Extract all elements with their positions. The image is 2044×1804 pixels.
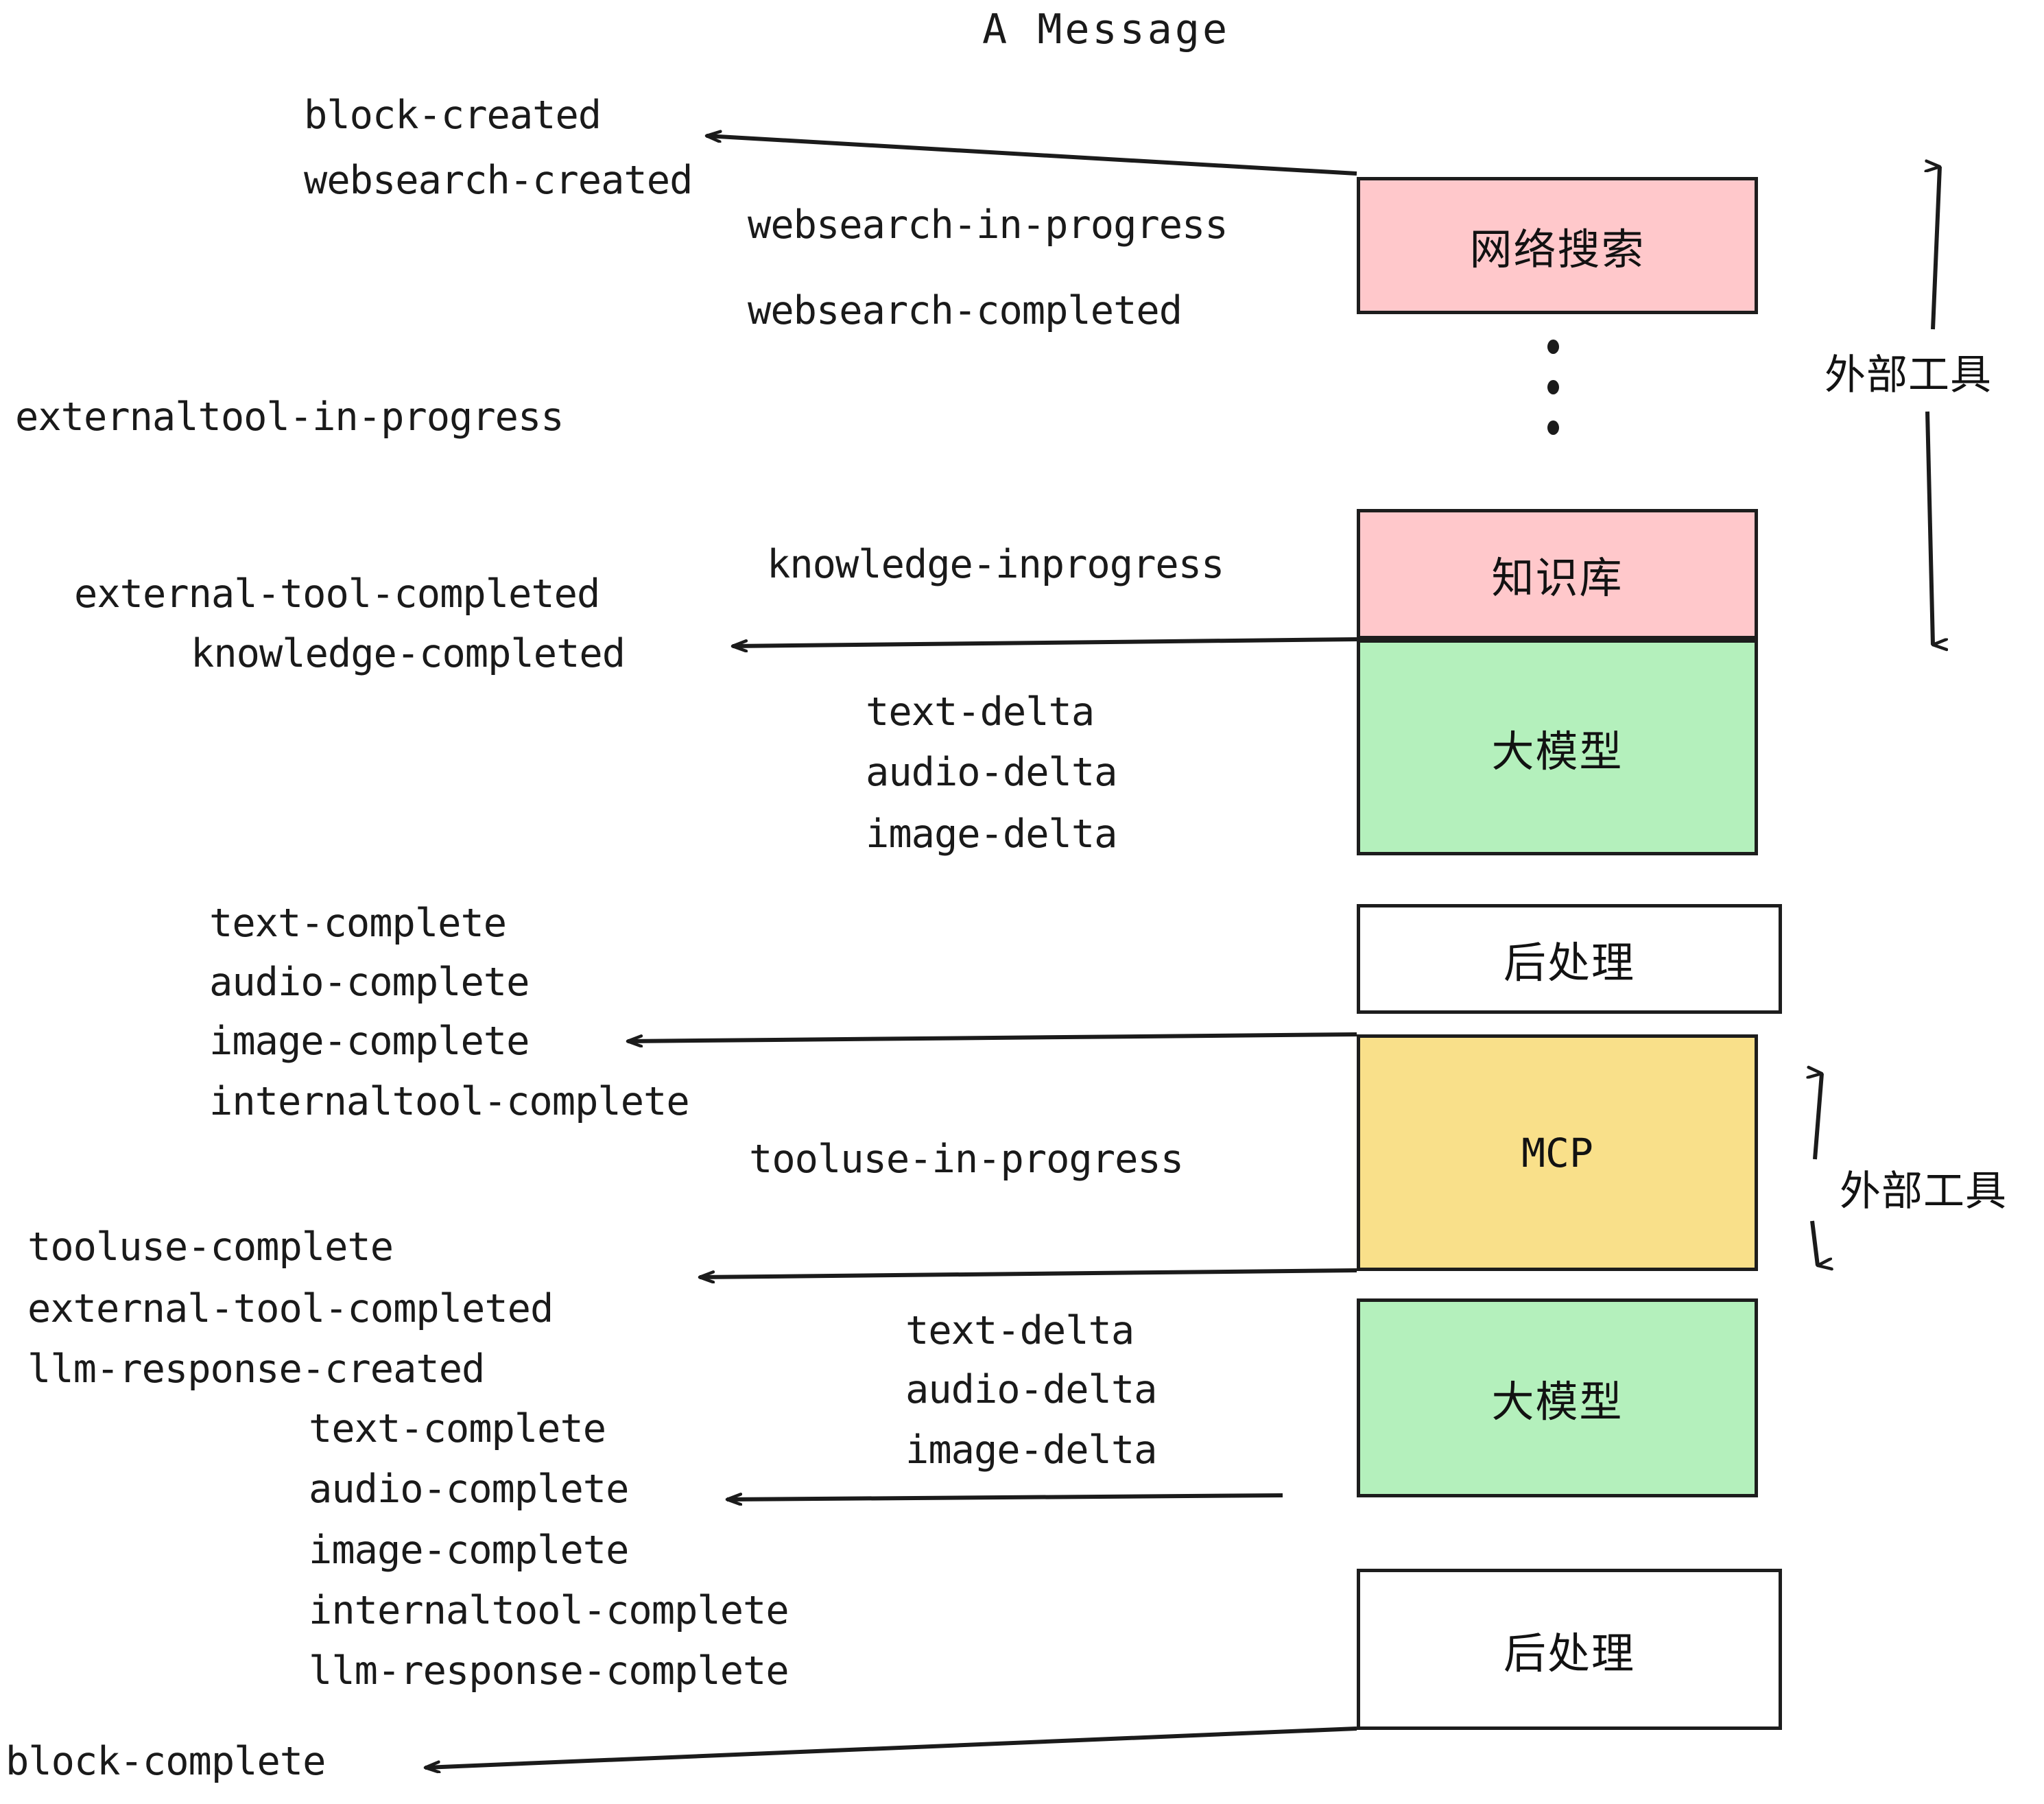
event-audio-complete-1: audio-complete — [209, 960, 530, 1005]
event-llm-response-created: llm-response-created — [27, 1346, 485, 1392]
node-websearch[interactable]: 网络搜索 — [1357, 177, 1758, 314]
node-knowledge-label: 知识库 — [1491, 553, 1624, 603]
event-internaltool-complete-1: internaltool-complete — [209, 1079, 690, 1124]
label-external-tools-top: 外部工具 — [1825, 351, 1992, 399]
event-image-complete-1: image-complete — [209, 1019, 530, 1064]
event-internaltool-complete-2: internaltool-complete — [309, 1588, 789, 1633]
vertical-ellipsis — [1547, 340, 1559, 461]
arrow-knowledge-to-completed — [733, 637, 1357, 646]
node-knowledge[interactable]: 知识库 — [1357, 509, 1758, 639]
event-audio-delta-1: audio-delta — [866, 750, 1117, 795]
arrow-postprocess2-to-blockcomplete — [425, 1726, 1357, 1768]
event-text-delta-2: text-delta — [905, 1308, 1134, 1353]
node-postprocess-1-label: 后处理 — [1503, 938, 1635, 988]
event-websearch-in-progress: websearch-in-progress — [748, 202, 1228, 248]
label-external-tools-bottom: 外部工具 — [1840, 1167, 2007, 1215]
event-audio-delta-2: audio-delta — [905, 1367, 1157, 1412]
event-image-delta-2: image-delta — [905, 1427, 1157, 1473]
node-websearch-label: 网络搜索 — [1469, 224, 1645, 274]
node-mcp[interactable]: MCP — [1357, 1034, 1758, 1271]
event-externaltool-in-progress: externaltool-in-progress — [15, 394, 565, 440]
node-mcp-label: MCP — [1521, 1129, 1593, 1176]
event-text-delta-1: text-delta — [866, 689, 1095, 735]
node-postprocess-2-label: 后处理 — [1503, 1628, 1635, 1678]
external-tools-bracket-top — [1927, 167, 1940, 645]
event-knowledge-inprogress: knowledge-inprogress — [767, 542, 1224, 587]
arrow-websearch-to-blockcreated — [706, 136, 1357, 176]
event-tooluse-complete: tooluse-complete — [27, 1224, 394, 1270]
event-llm-response-complete: llm-response-complete — [309, 1648, 789, 1694]
external-tools-bracket-bottom — [1812, 1073, 1822, 1266]
event-image-complete-2: image-complete — [309, 1528, 629, 1573]
event-audio-complete-2: audio-complete — [309, 1467, 629, 1512]
diagram-title: A Message — [982, 5, 1231, 54]
node-llm-1[interactable]: 大模型 — [1357, 639, 1758, 855]
event-image-delta-1: image-delta — [866, 811, 1117, 857]
arrow-mcp-to-tooluse-complete — [700, 1268, 1357, 1277]
event-websearch-created: websearch-created — [304, 158, 693, 203]
event-knowledge-completed: knowledge-completed — [191, 631, 626, 676]
event-text-complete-1: text-complete — [209, 901, 507, 946]
event-text-complete-2: text-complete — [309, 1406, 606, 1451]
node-llm-1-label: 大模型 — [1491, 726, 1624, 776]
node-llm-2-label: 大模型 — [1491, 1377, 1624, 1427]
event-tooluse-in-progress: tooluse-in-progress — [749, 1137, 1184, 1182]
node-llm-2[interactable]: 大模型 — [1357, 1298, 1758, 1497]
event-websearch-completed: websearch-completed — [748, 288, 1183, 333]
arrow-postprocess1-to-imagecomplete — [628, 1032, 1357, 1041]
node-postprocess-1[interactable]: 后处理 — [1357, 904, 1782, 1014]
event-block-complete: block-complete — [5, 1739, 326, 1784]
node-postprocess-2[interactable]: 后处理 — [1357, 1569, 1782, 1730]
event-external-tool-completed-1: external-tool-completed — [74, 571, 600, 617]
event-external-tool-completed-2: external-tool-completed — [27, 1286, 554, 1331]
arrow-llm2-to-audiocomplete — [727, 1495, 1283, 1499]
event-block-created: block-created — [304, 93, 602, 138]
